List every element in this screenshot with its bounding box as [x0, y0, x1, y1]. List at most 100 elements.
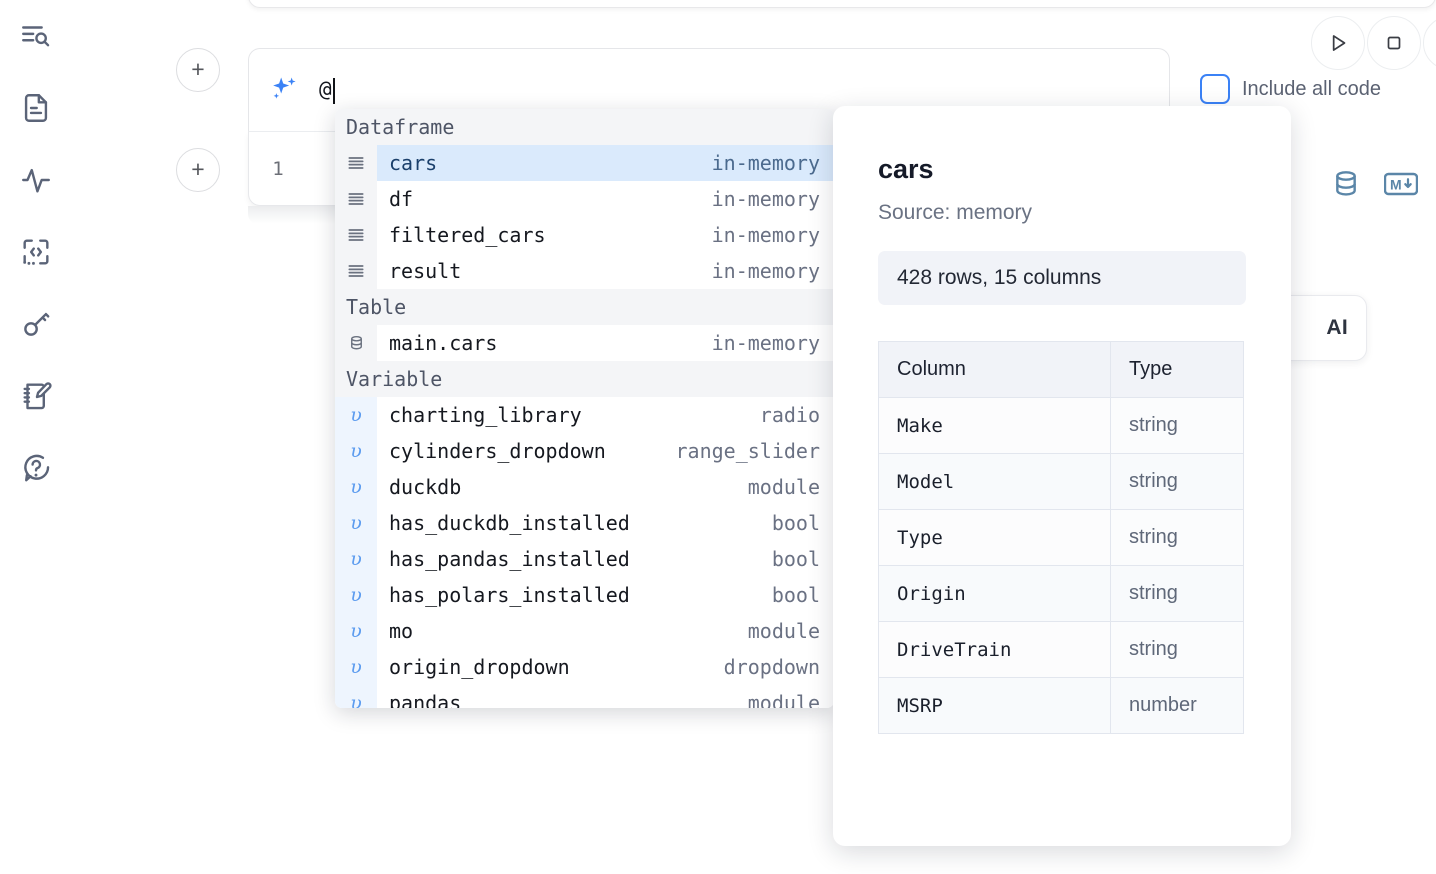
- variable-icon: υ: [335, 649, 377, 685]
- variable-icon: υ: [335, 397, 377, 433]
- autocomplete-item-name: has_polars_installed: [389, 583, 630, 607]
- autocomplete-item-name: main.cars: [389, 331, 498, 355]
- autocomplete-item-type: in-memory: [711, 331, 820, 355]
- autocomplete-item-name: charting_library: [389, 403, 582, 427]
- variable-icon: υ: [335, 613, 377, 649]
- activity-pulse-icon[interactable]: [14, 158, 58, 202]
- schema-header-cell: Type: [1110, 341, 1244, 398]
- schema-column-name: Make: [878, 397, 1111, 454]
- autocomplete-item-type: module: [747, 691, 820, 708]
- schema-column-type: string: [1110, 397, 1244, 454]
- dataframe-icon: [335, 217, 377, 253]
- help-question-icon[interactable]: [14, 446, 58, 490]
- autocomplete-item-type: module: [747, 619, 820, 643]
- autocomplete-item[interactable]: cars in-memory: [335, 145, 834, 181]
- autocomplete-item-name: df: [389, 187, 414, 211]
- add-cell-below-button[interactable]: +: [176, 148, 220, 192]
- autocomplete-item[interactable]: main.cars in-memory: [335, 325, 834, 361]
- cell-action-icons: M: [1330, 168, 1418, 200]
- ai-prompt-value: @: [319, 77, 332, 101]
- schema-column-name: MSRP: [878, 677, 1111, 734]
- variable-icon: υ: [335, 433, 377, 469]
- autocomplete-item-name: origin_dropdown: [389, 655, 570, 679]
- database-icon[interactable]: [1330, 168, 1362, 200]
- text-caret: [332, 78, 335, 104]
- markdown-icon[interactable]: M: [1384, 171, 1418, 197]
- autocomplete-item-type: in-memory: [711, 151, 820, 175]
- schema-column-type: number: [1110, 677, 1244, 734]
- autocomplete-group-header: Variable: [335, 361, 834, 397]
- autocomplete-item-type: module: [747, 475, 820, 499]
- left-icon-rail: [0, 0, 72, 874]
- autocomplete-item-name: filtered_cars: [389, 223, 546, 247]
- autocomplete-item-name: pandas: [389, 691, 462, 708]
- plus-icon: +: [191, 155, 205, 182]
- add-cell-above-button[interactable]: +: [176, 48, 220, 92]
- doc-source: Source: memory: [878, 201, 1033, 224]
- autocomplete-item-type: in-memory: [711, 223, 820, 247]
- schema-column-name: Type: [878, 509, 1111, 566]
- autocomplete-item[interactable]: result in-memory: [335, 253, 834, 289]
- include-all-code-label: Include all code: [1242, 77, 1381, 100]
- autocomplete-item-type: in-memory: [711, 259, 820, 283]
- doc-stats-badge: 428 rows, 15 columns: [878, 251, 1246, 305]
- file-document-icon[interactable]: [14, 86, 58, 130]
- line-number: 1: [272, 157, 284, 180]
- schema-column-name: Origin: [878, 565, 1111, 622]
- autocomplete-item-type: bool: [771, 511, 820, 535]
- dataframe-icon: [335, 145, 377, 181]
- schema-column-type: string: [1110, 565, 1244, 622]
- autocomplete-item-name: result: [389, 259, 462, 283]
- ai-prompt-text: @: [319, 76, 335, 104]
- documentation-panel: cars Source: memory 428 rows, 15 columns…: [833, 106, 1291, 846]
- sparkles-icon: [267, 73, 301, 107]
- autocomplete-item-name: mo: [389, 619, 414, 643]
- svg-text:M: M: [1390, 176, 1402, 192]
- plus-icon: +: [191, 55, 205, 82]
- schema-column-type: string: [1110, 621, 1244, 678]
- include-all-code-row[interactable]: Include all code: [1200, 72, 1381, 106]
- autocomplete-item[interactable]: df in-memory: [335, 181, 834, 217]
- ai-chip-label: AI: [1326, 316, 1348, 339]
- autocomplete-item-type: in-memory: [711, 187, 820, 211]
- previous-cell: [248, 0, 1436, 8]
- autocomplete-item-type: bool: [771, 583, 820, 607]
- explore-outline-icon[interactable]: [14, 14, 58, 58]
- run-cell-button[interactable]: [1311, 16, 1365, 70]
- autocomplete-item[interactable]: filtered_cars in-memory: [335, 217, 834, 253]
- table-icon: [335, 325, 377, 361]
- autocomplete-item-name: duckdb: [389, 475, 462, 499]
- doc-title: cars: [878, 154, 934, 184]
- variable-icon: υ: [335, 685, 377, 708]
- autocomplete-group-header: Dataframe: [335, 109, 834, 145]
- autocomplete-item-name: cars: [389, 151, 438, 175]
- autocomplete-item-type: bool: [771, 547, 820, 571]
- interrupt-button[interactable]: [1367, 16, 1421, 70]
- notebook-edit-icon[interactable]: [14, 374, 58, 418]
- key-secrets-icon[interactable]: [14, 302, 58, 346]
- dataframe-icon: [335, 181, 377, 217]
- code-snippet-icon[interactable]: [14, 230, 58, 274]
- more-actions-button[interactable]: [1423, 16, 1436, 70]
- include-all-code-checkbox[interactable]: [1200, 74, 1230, 104]
- autocomplete-group-header: Table: [335, 289, 834, 325]
